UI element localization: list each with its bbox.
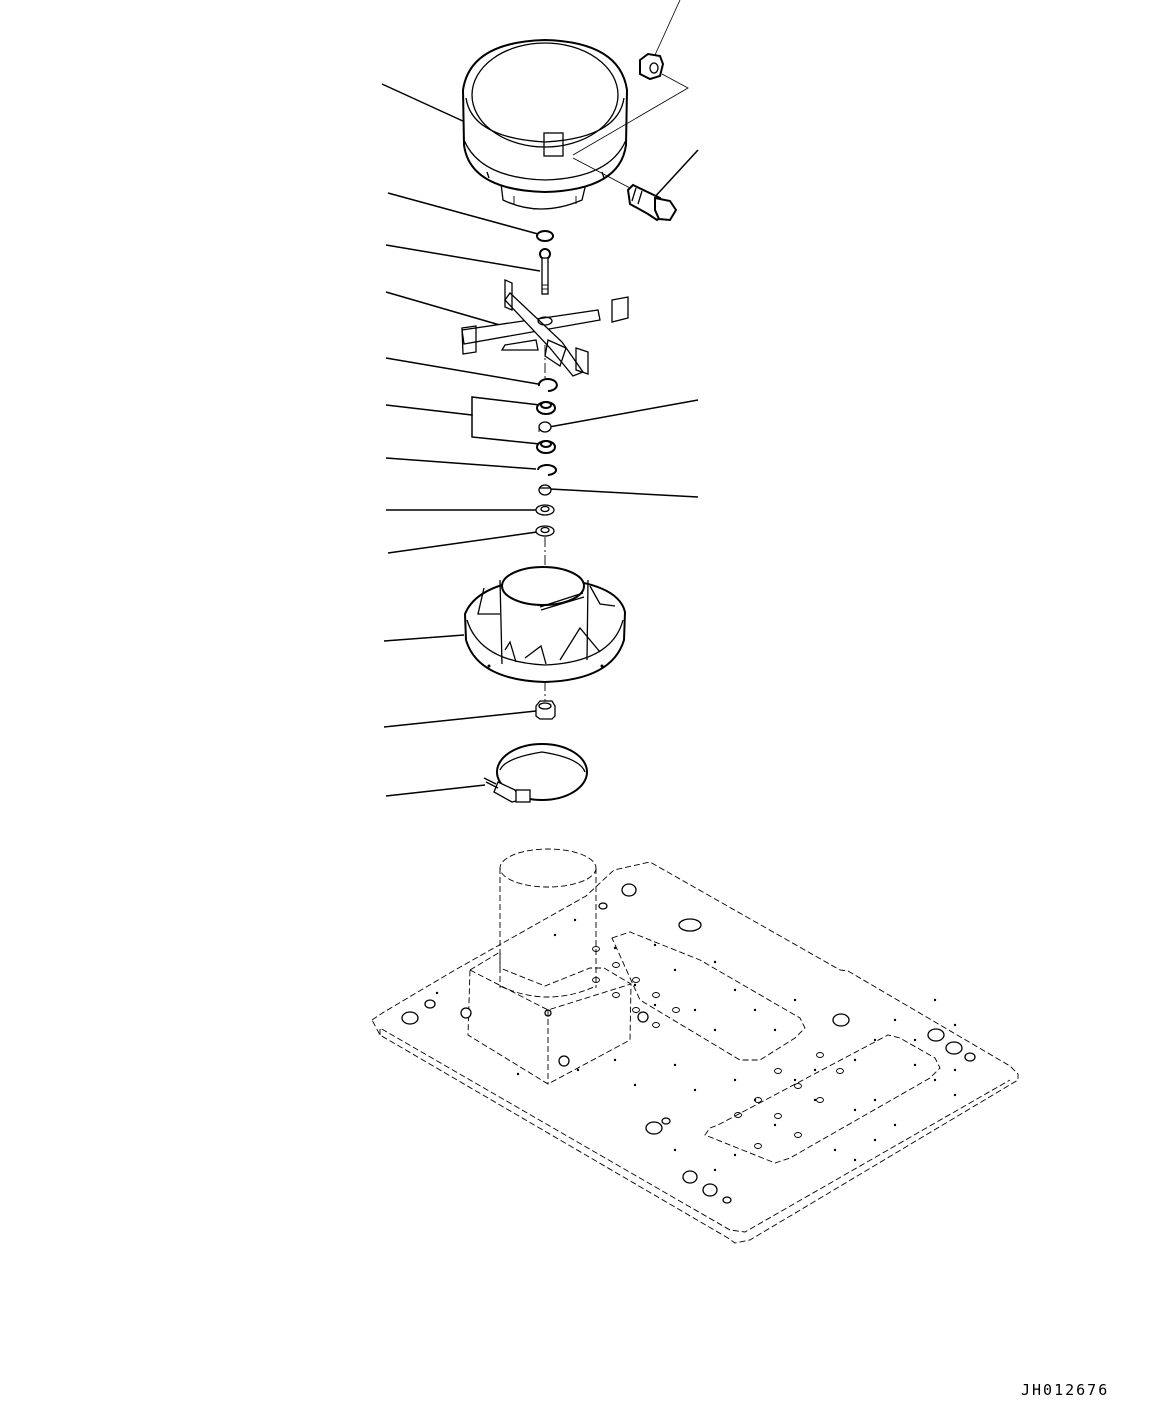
leader-snap-ring-lower	[385, 457, 537, 470]
leader-hex-nut-bottom	[383, 710, 537, 728]
mounting-plate	[371, 861, 1019, 1244]
collar	[538, 484, 552, 496]
intake-pipe-base	[460, 848, 649, 1085]
fan-housing	[463, 566, 627, 684]
snap-ring-upper	[537, 378, 558, 392]
leader-impeller	[385, 291, 511, 329]
spacer-upper	[538, 421, 552, 433]
leader-shaft-bolt	[385, 244, 541, 272]
leader-hose-clamp	[385, 784, 486, 797]
leader-bearing-bracket-lower	[471, 415, 541, 445]
leader-spacer-upper	[548, 399, 699, 428]
shaft-bolt	[539, 248, 551, 295]
leader-cap-cover	[381, 83, 466, 123]
leader-collar	[549, 488, 699, 498]
hex-nut-bottom	[535, 700, 556, 720]
leader-hex-nut-top	[654, 0, 681, 56]
assembly-dash-line	[572, 73, 689, 156]
leader-washer-2	[387, 531, 538, 554]
washer-1	[535, 504, 555, 516]
washer-2	[535, 525, 555, 537]
leader-cap-seal	[387, 192, 539, 235]
leader-fan-housing	[383, 634, 465, 642]
hex-nut-top	[639, 52, 665, 81]
hex-bolt	[626, 183, 678, 222]
hose-clamp	[483, 743, 588, 803]
leader-lines	[381, 0, 699, 797]
plate-hole-grid	[435, 918, 957, 1172]
drawing-code-label: JH012676	[1021, 1381, 1110, 1399]
assembly-dash-line-bolt	[572, 157, 631, 189]
panel-holes	[592, 946, 844, 1149]
bearing-lower	[536, 440, 556, 454]
snap-ring-lower	[537, 464, 557, 476]
cap-seal	[536, 230, 554, 242]
leader-snap-ring-upper	[385, 357, 539, 385]
leader-bearing-bracket	[385, 396, 541, 416]
bearing-upper	[536, 401, 556, 415]
leader-hex-bolt	[651, 149, 699, 201]
impeller-blade	[461, 279, 629, 377]
cap-cover	[461, 38, 629, 210]
